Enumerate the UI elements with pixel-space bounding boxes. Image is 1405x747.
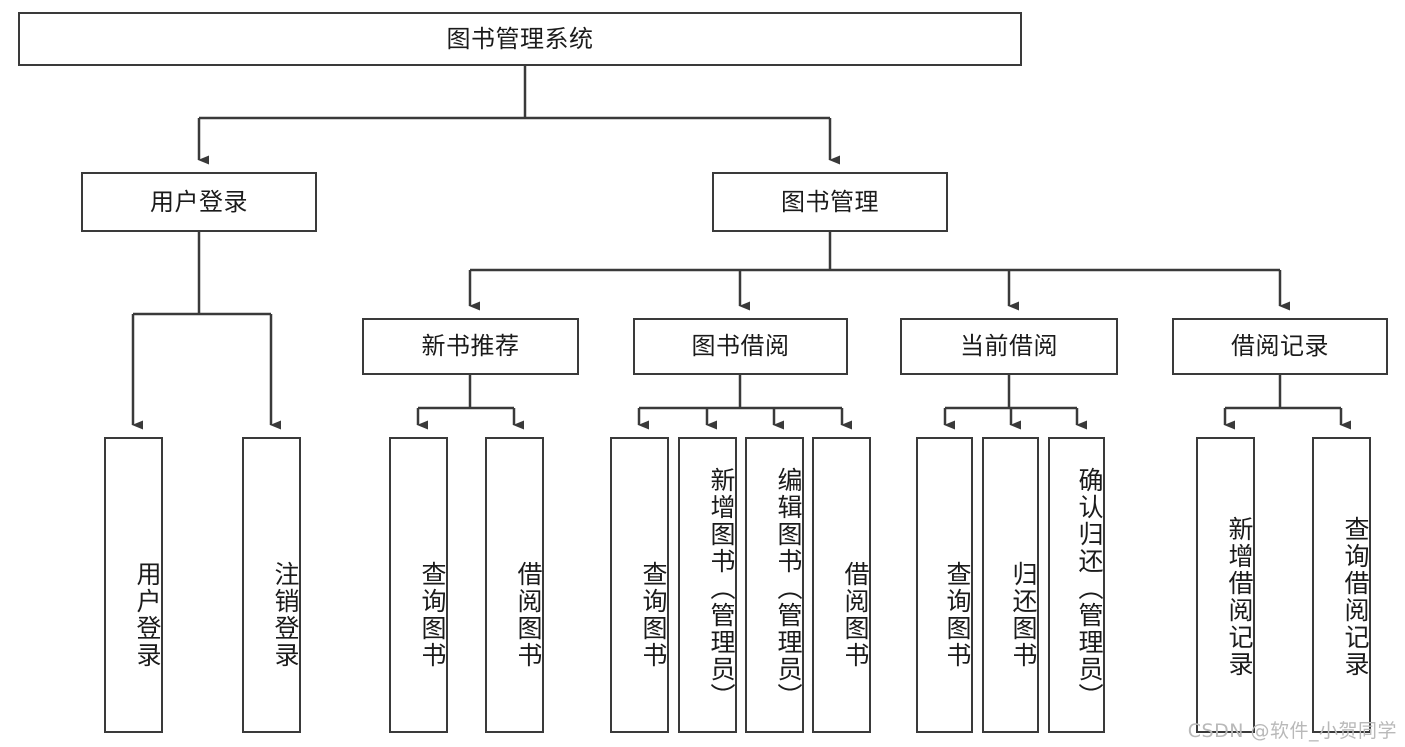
leaf-edit-book[interactable]: 编辑图书（管理员） (745, 437, 804, 733)
leaf-user-login[interactable]: 用户登录 (104, 437, 163, 733)
node-book-management-label: 图书管理 (781, 187, 879, 216)
leaf-edit-book-label: 编辑图书（管理员） (774, 466, 803, 710)
node-current-borrow-label: 当前借阅 (960, 332, 1058, 361)
leaf-query-book-1-label: 查询图书 (418, 561, 447, 669)
leaf-user-login-label: 用户登录 (133, 561, 162, 669)
node-root[interactable]: 图书管理系统 (18, 12, 1022, 66)
node-borrow-record-label: 借阅记录 (1231, 332, 1329, 361)
leaf-query-record-label: 查询借阅记录 (1341, 516, 1370, 678)
node-new-book-recommend-label: 新书推荐 (421, 332, 520, 361)
csdn-watermark: CSDN @软件_小贺同学 (1187, 720, 1397, 742)
leaf-add-record[interactable]: 新增借阅记录 (1196, 437, 1255, 733)
leaf-confirm-return[interactable]: 确认归还（管理员） (1048, 437, 1105, 733)
node-book-borrow[interactable]: 图书借阅 (633, 318, 848, 375)
leaf-query-book-3-label: 查询图书 (943, 561, 972, 669)
leaf-borrow-book-2-label: 借阅图书 (841, 561, 870, 669)
leaf-add-record-label: 新增借阅记录 (1225, 516, 1254, 678)
leaf-confirm-return-label: 确认归还（管理员） (1075, 466, 1104, 710)
leaf-borrow-book-1-label: 借阅图书 (514, 561, 543, 669)
leaf-logout-login-label: 注销登录 (271, 561, 300, 669)
leaf-query-record[interactable]: 查询借阅记录 (1312, 437, 1371, 733)
leaf-query-book-1[interactable]: 查询图书 (389, 437, 448, 733)
node-current-borrow[interactable]: 当前借阅 (900, 318, 1118, 375)
leaf-return-book-label: 归还图书 (1009, 561, 1038, 669)
leaf-add-book-label: 新增图书（管理员） (707, 466, 736, 710)
node-user-login[interactable]: 用户登录 (81, 172, 317, 232)
node-book-borrow-label: 图书借阅 (691, 332, 790, 361)
node-root-label: 图书管理系统 (446, 24, 594, 53)
node-new-book-recommend[interactable]: 新书推荐 (362, 318, 579, 375)
leaf-add-book[interactable]: 新增图书（管理员） (678, 437, 737, 733)
node-user-login-label: 用户登录 (150, 187, 248, 216)
leaf-borrow-book-1[interactable]: 借阅图书 (485, 437, 544, 733)
node-book-management[interactable]: 图书管理 (712, 172, 948, 232)
leaf-logout-login[interactable]: 注销登录 (242, 437, 301, 733)
leaf-return-book[interactable]: 归还图书 (982, 437, 1039, 733)
leaf-borrow-book-2[interactable]: 借阅图书 (812, 437, 871, 733)
node-borrow-record[interactable]: 借阅记录 (1172, 318, 1388, 375)
leaf-query-book-2[interactable]: 查询图书 (610, 437, 669, 733)
leaf-query-book-3[interactable]: 查询图书 (916, 437, 973, 733)
leaf-query-book-2-label: 查询图书 (639, 561, 668, 669)
